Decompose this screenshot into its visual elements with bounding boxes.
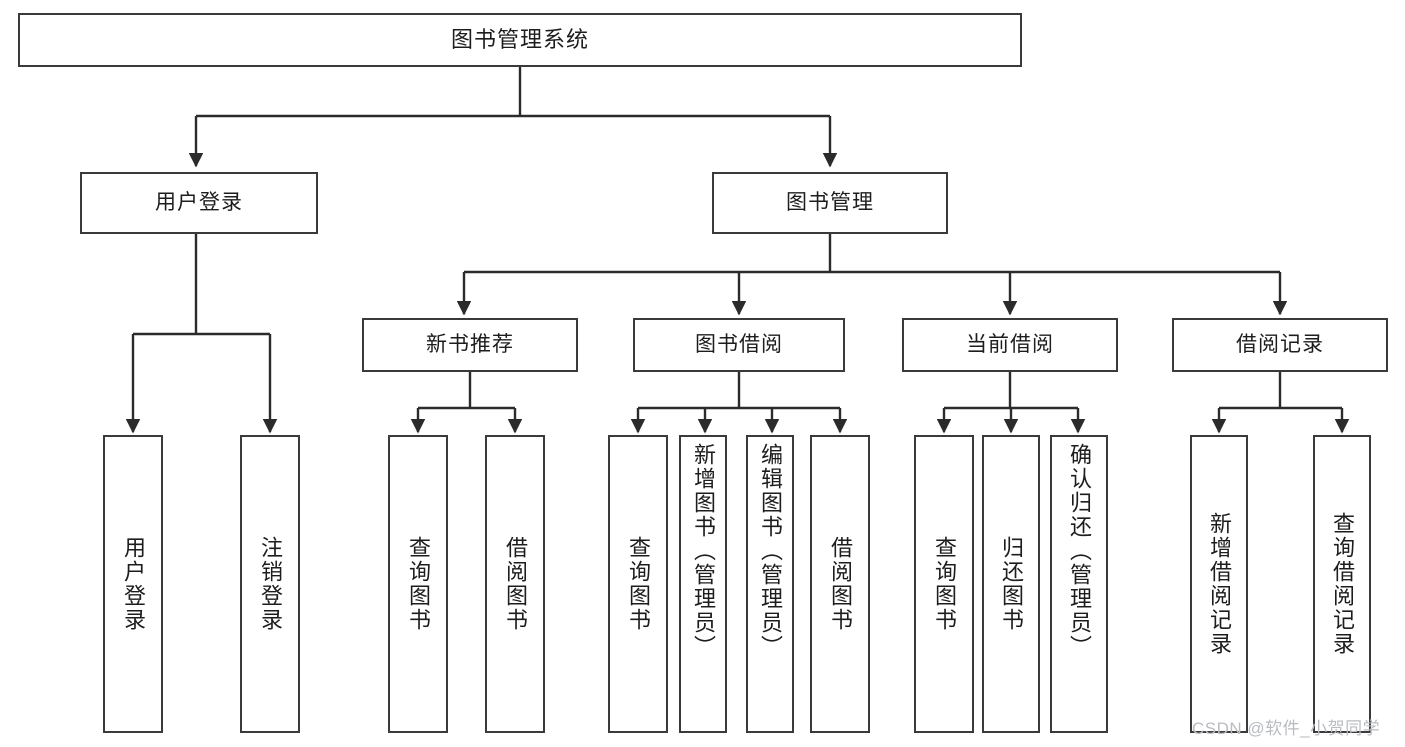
node-leaf-add-book[interactable]: 新增图书（管理员） — [679, 435, 727, 733]
node-leaf-query-book-2[interactable]: 查询图书 — [608, 435, 668, 733]
node-leaf-add-record[interactable]: 新增借阅记录 — [1190, 435, 1248, 733]
node-borrow-record[interactable]: 借阅记录 — [1172, 318, 1388, 372]
node-leaf-query-book-1[interactable]: 查询图书 — [388, 435, 448, 733]
node-leaf-edit-book[interactable]: 编辑图书（管理员） — [746, 435, 794, 733]
node-leaf-logout-login[interactable]: 注销登录 — [240, 435, 300, 733]
node-book-borrow[interactable]: 图书借阅 — [633, 318, 845, 372]
node-leaf-user-login[interactable]: 用户登录 — [103, 435, 163, 733]
node-book-manage[interactable]: 图书管理 — [712, 172, 948, 234]
node-leaf-confirm-return[interactable]: 确认归还（管理员） — [1050, 435, 1108, 733]
node-root[interactable]: 图书管理系统 — [18, 13, 1022, 67]
node-leaf-borrow-book-2[interactable]: 借阅图书 — [810, 435, 870, 733]
node-leaf-return-book[interactable]: 归还图书 — [982, 435, 1040, 733]
node-new-book-recommend[interactable]: 新书推荐 — [362, 318, 578, 372]
node-current-borrow[interactable]: 当前借阅 — [902, 318, 1118, 372]
node-leaf-query-book-3[interactable]: 查询图书 — [914, 435, 974, 733]
node-leaf-query-record[interactable]: 查询借阅记录 — [1313, 435, 1371, 733]
watermark: CSDN @软件_小贺同学 — [1192, 719, 1381, 738]
node-user-login[interactable]: 用户登录 — [80, 172, 318, 234]
node-leaf-borrow-book-1[interactable]: 借阅图书 — [485, 435, 545, 733]
